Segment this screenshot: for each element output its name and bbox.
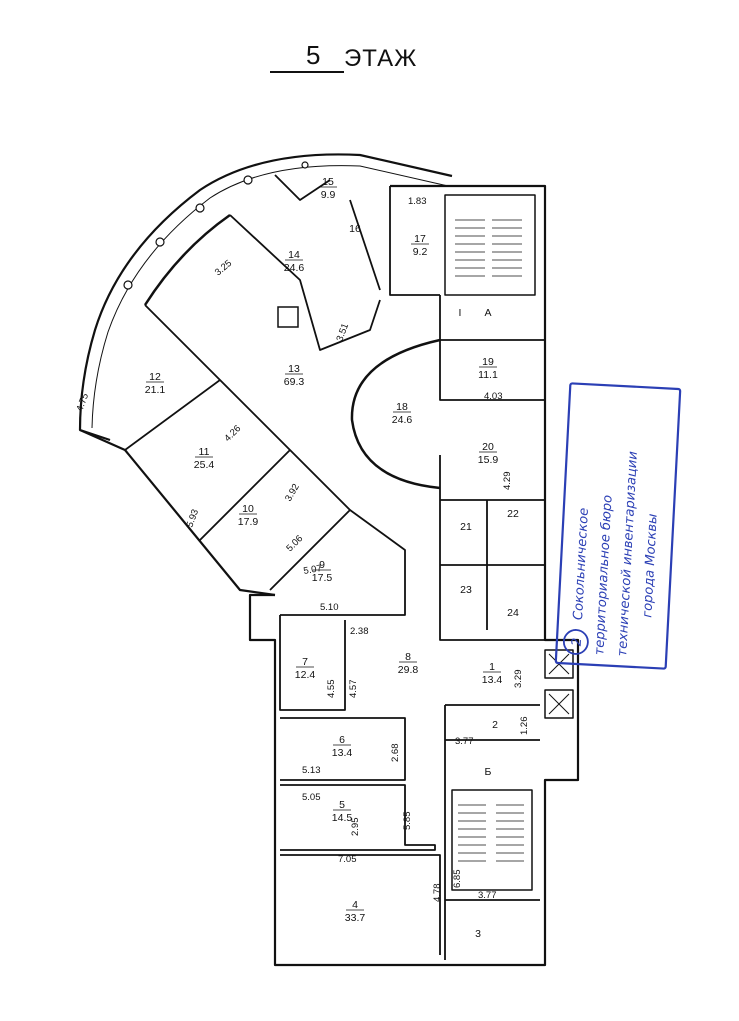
stair-a-mark: I xyxy=(459,307,462,319)
floor-title: 5 ЭТАЖ xyxy=(270,40,470,80)
stamp-line-1: Сокольническое xyxy=(571,507,592,620)
inner-arc-wall xyxy=(143,213,231,306)
room-area-5: 14.5 xyxy=(332,812,353,824)
dimension-label: 4.26 xyxy=(222,423,243,444)
main-outline xyxy=(248,184,580,967)
room-number-9: 9 xyxy=(319,559,325,571)
dimension-label: 2.68 xyxy=(390,744,401,763)
bti-stamp: 2 Сокольническое территориальное бюро те… xyxy=(554,382,682,670)
floor-word: ЭТАЖ xyxy=(344,45,418,72)
room-area-6: 13.4 xyxy=(332,747,353,759)
room-number-4: 4 xyxy=(352,899,358,911)
dimension-label: 3.29 xyxy=(513,670,524,689)
stair-a-treads xyxy=(455,219,522,277)
room-number-6: 6 xyxy=(339,734,345,746)
room-number-1: 1 xyxy=(489,661,495,673)
dimension-label: 7.05 xyxy=(338,854,357,865)
floor-number: 5 xyxy=(306,40,321,70)
room-area-18: 24.6 xyxy=(392,414,413,426)
dimension-label: 2.38 xyxy=(350,626,369,637)
room-area-11: 25.4 xyxy=(194,459,215,471)
stamp-line-2: территориальное бюро xyxy=(592,495,615,656)
dimension-label: 3.51 xyxy=(334,322,351,343)
room-number-23: 23 xyxy=(460,584,472,596)
room-area-13: 69.3 xyxy=(284,376,305,388)
wing-outline xyxy=(79,428,276,597)
room-number-19: 19 xyxy=(482,356,494,368)
room-number-12: 12 xyxy=(149,371,161,383)
dimension-label: 5.10 xyxy=(320,602,339,613)
room-area-7: 12.4 xyxy=(295,669,316,681)
stair-b-label: Б xyxy=(485,766,492,778)
room-number-16: 16 xyxy=(349,223,361,235)
dimension-label: 5.05 xyxy=(302,792,321,803)
stamp-line-4: города Москвы xyxy=(640,513,660,618)
stair-a-label: А xyxy=(484,307,491,319)
dimension-label: 3.77 xyxy=(455,736,474,747)
dimension-label: 5.93 xyxy=(184,508,201,529)
dimension-label: 1.26 xyxy=(519,717,530,736)
room-number-20: 20 xyxy=(482,441,494,453)
room-number-22: 22 xyxy=(507,508,519,520)
room-number-2: 2 xyxy=(492,719,498,731)
stair-b-treads xyxy=(458,804,524,862)
dimension-label: 4.29 xyxy=(502,472,513,491)
dimension-label: 6.85 xyxy=(452,870,463,889)
stamp-line-3: технической инвентаризации xyxy=(615,451,641,657)
room-area-17: 9.2 xyxy=(413,246,428,258)
room-number-17: 17 xyxy=(414,233,426,245)
outer-arc-wall xyxy=(78,153,453,442)
stair-a xyxy=(444,194,536,296)
conference-arc xyxy=(350,338,441,490)
dimension-label: 4.55 xyxy=(326,680,337,699)
room-number-5: 5 xyxy=(339,799,345,811)
room-area-9: 17.5 xyxy=(312,572,333,584)
room-area-10: 17.9 xyxy=(238,516,259,528)
dimension-label: 3.25 xyxy=(213,258,234,278)
stamp-number: 2 xyxy=(570,638,585,647)
arc-columns xyxy=(123,161,309,290)
dimension-label: 4.75 xyxy=(74,392,91,413)
dimension-label: 3.92 xyxy=(283,482,302,504)
room-area-14: 24.6 xyxy=(284,262,305,274)
room-area-8: 29.8 xyxy=(398,664,419,676)
dimension-label: 5.13 xyxy=(302,765,321,776)
room-number-7: 7 xyxy=(302,656,308,668)
room-area-1: 13.4 xyxy=(482,674,503,686)
room-number-14: 14 xyxy=(288,249,300,261)
column-square xyxy=(277,306,299,328)
stair-b xyxy=(451,789,533,891)
floor-number-underline xyxy=(270,71,344,73)
room-number-11: 11 xyxy=(199,446,210,458)
dimension-label: 2.95 xyxy=(350,818,361,837)
room-area-12: 21.1 xyxy=(145,384,166,396)
dimension-label: 4.03 xyxy=(484,391,503,402)
room-area-20: 15.9 xyxy=(478,454,499,466)
room-area-19: 11.1 xyxy=(478,369,498,381)
dimension-label: 3.77 xyxy=(478,890,497,901)
dimension-label: 5.85 xyxy=(402,812,413,831)
lift-2 xyxy=(544,689,574,719)
room-area-15: 9.9 xyxy=(321,189,336,201)
room-number-8: 8 xyxy=(405,651,411,663)
room-number-21: 21 xyxy=(460,521,472,533)
dimension-label: 5.06 xyxy=(284,533,305,554)
room-number-10: 10 xyxy=(242,503,254,515)
dimension-label: 1.83 xyxy=(408,196,427,207)
room-number-13: 13 xyxy=(288,363,300,375)
dimension-label: 4.57 xyxy=(348,680,359,699)
room-number-18: 18 xyxy=(396,401,408,413)
room-number-3: 3 xyxy=(475,928,481,940)
interior-walls xyxy=(124,174,545,960)
dimension-label: 4.78 xyxy=(432,884,443,903)
dimension-label: 5.07 xyxy=(303,563,323,577)
room-number-24: 24 xyxy=(507,607,519,619)
room-area-4: 33.7 xyxy=(345,912,366,924)
room-number-15: 15 xyxy=(322,176,334,188)
